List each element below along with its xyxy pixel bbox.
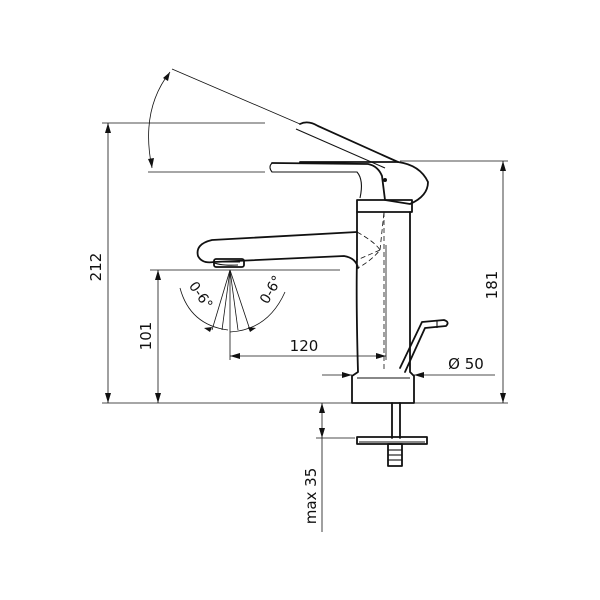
lever-angle-indicator bbox=[148, 68, 301, 173]
spout bbox=[196, 231, 359, 269]
dimension-spout-height-label: 101 bbox=[137, 322, 155, 351]
dimension-spout-height: 101 bbox=[137, 270, 161, 403]
spout-angle-right-label: 0-6° bbox=[257, 273, 286, 307]
lever-raised bbox=[299, 121, 399, 163]
dimension-body-diameter: Ø 50 bbox=[322, 355, 495, 378]
mounting-hardware bbox=[356, 402, 428, 467]
faucet-outline bbox=[196, 121, 449, 467]
dimension-total-height: 212 bbox=[87, 123, 111, 403]
dimension-max-thickness-label: max 35 bbox=[302, 468, 320, 525]
spout-angle-left-label: 0-6° bbox=[185, 279, 215, 313]
dimension-max-thickness: max 35 bbox=[302, 403, 355, 532]
dimension-body-diameter-label: Ø 50 bbox=[448, 355, 484, 373]
faucet-column bbox=[351, 211, 415, 404]
extension-lines bbox=[102, 122, 508, 404]
aerator bbox=[213, 258, 245, 268]
dimension-spout-reach-label: 120 bbox=[290, 337, 319, 355]
spout-swivel-angles: 0-6° 0-6° bbox=[179, 269, 286, 333]
dimension-spout-reach: 120 bbox=[230, 337, 386, 359]
dimension-body-height: 181 bbox=[483, 161, 506, 403]
dimension-total-height-label: 212 bbox=[87, 253, 105, 282]
drain-pull-rod bbox=[399, 319, 449, 373]
dimension-body-height-label: 181 bbox=[483, 271, 501, 300]
lever-handle bbox=[271, 161, 429, 205]
